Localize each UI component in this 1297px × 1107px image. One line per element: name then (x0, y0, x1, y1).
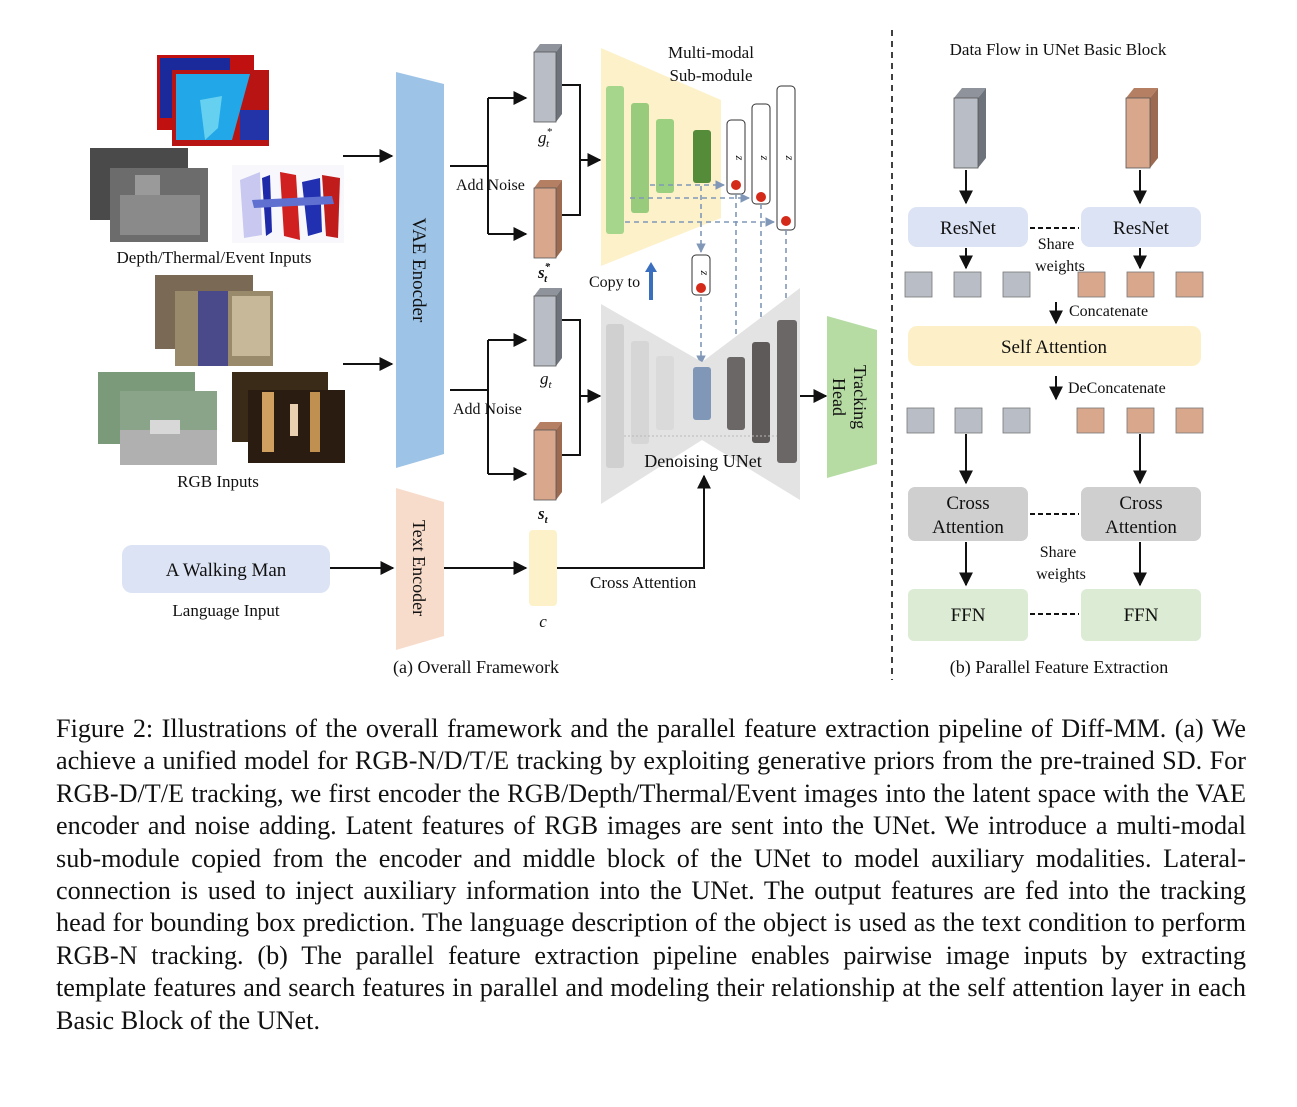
ffn-left-label: FFN (951, 605, 986, 626)
unet-layers (606, 320, 797, 468)
cross-attention-right-box (1081, 487, 1201, 541)
text-condition-c (529, 530, 557, 606)
cross-attention-left-line1: Cross (946, 493, 989, 514)
copy-to-label: Copy to (589, 274, 640, 291)
search-feature-cube (1125, 88, 1158, 169)
event-input-image (232, 165, 344, 243)
lower-add-noise-branch (450, 319, 602, 481)
submodule-layers (606, 86, 711, 234)
share-weights-2-line1: Share (1040, 544, 1076, 561)
submodule-title-line2: Sub-module (669, 66, 752, 85)
self-attention-label: Self Attention (1001, 337, 1108, 358)
c-label: c (539, 612, 547, 631)
text-encoder-block (396, 488, 444, 650)
svg-text:z: z (698, 270, 712, 276)
share-weights-1-line1: Share (1038, 236, 1074, 253)
copy-to-arrow (645, 262, 657, 300)
panel-b-caption: (b) Parallel Feature Extraction (950, 657, 1168, 678)
g-star-label: g*t (538, 126, 553, 150)
self-attention-box (908, 326, 1201, 366)
resnet-right-box (1081, 207, 1201, 247)
vae-encoder-block (396, 72, 444, 468)
cross-attention-right-line1: Cross (1119, 493, 1162, 514)
s-label: st (537, 504, 549, 526)
add-noise-label-lower: Add Noise (453, 401, 522, 418)
language-prompt-box (122, 545, 330, 593)
panel-b-title: Data Flow in UNet Basic Block (950, 40, 1167, 59)
ffn-left-box (908, 589, 1028, 641)
rgb-inputs-label: RGB Inputs (177, 472, 259, 491)
feature-g-star (533, 44, 562, 123)
figure-diagram: Depth/Thermal/Event Inputs RGB Inputs VA… (90, 30, 1204, 680)
panel-b-parallel-feature-extraction: Data Flow in UNet Basic Block ResNet Res… (904, 40, 1204, 678)
depth-input-images (157, 55, 269, 146)
feature-g (533, 288, 562, 367)
tracking-head-line1: Tracking (850, 365, 870, 429)
vae-encoder-label: VAE Enocder (408, 218, 429, 323)
concatenate-label: Concatenate (1069, 303, 1148, 320)
feature-s-star (533, 180, 562, 259)
g-label: gt (540, 369, 553, 391)
panel-a-overall-framework: Depth/Thermal/Event Inputs RGB Inputs VA… (90, 43, 877, 678)
ffn-right-box (1081, 589, 1201, 641)
template-feature-cube (953, 88, 986, 169)
depth-inputs-label: Depth/Thermal/Event Inputs (117, 248, 312, 267)
token-row-1 (904, 271, 1204, 298)
denoising-unet-label: Denoising UNet (644, 451, 761, 471)
share-weights-2-line2: weights (1036, 566, 1086, 583)
tracking-head-line2: Head (829, 378, 849, 416)
s-star-label: s*t (537, 261, 551, 285)
resnet-right-label: ResNet (1113, 218, 1170, 239)
svg-text:z: z (733, 155, 747, 161)
cross-attention-left-line2: Attention (932, 517, 1004, 538)
svg-text:z: z (783, 155, 797, 161)
language-prompt-text: A Walking Man (166, 560, 287, 581)
resnet-left-box (908, 207, 1028, 247)
text-encoder-label: Text Encoder (409, 520, 429, 616)
share-weights-1-line2: weights (1035, 258, 1085, 275)
submodule-title-line1: Multi-modal (668, 43, 754, 62)
panel-a-caption: (a) Overall Framework (393, 657, 559, 678)
cross-attention-label: Cross Attention (590, 573, 697, 592)
add-noise-label-upper: Add Noise (456, 177, 525, 194)
tracking-head-block (827, 316, 877, 478)
upper-add-noise-branch (450, 84, 602, 241)
deconcatenate-label: DeConcatenate (1068, 380, 1166, 397)
ffn-right-label: FFN (1124, 605, 1159, 626)
cross-attention-left-box (908, 487, 1028, 541)
arrow-cross-attention-to-unet (557, 474, 711, 569)
rgb-input-images (98, 275, 345, 465)
language-input-label: Language Input (172, 601, 279, 620)
resnet-left-label: ResNet (940, 218, 997, 239)
thermal-input-images (90, 148, 208, 242)
z-blocks: z z z z (691, 85, 797, 296)
token-row-2 (906, 407, 1204, 434)
figure-caption: Figure 2: Illustrations of the overall f… (56, 714, 1246, 1035)
feature-s (533, 422, 562, 501)
cross-attention-right-line2: Attention (1105, 517, 1177, 538)
svg-text:z: z (758, 155, 772, 161)
